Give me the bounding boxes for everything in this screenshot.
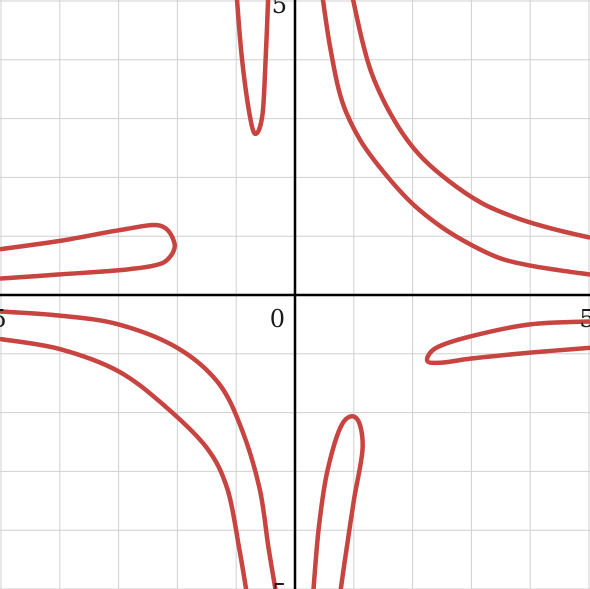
tick-label-x-min: 5	[0, 305, 7, 333]
curve-branch-2	[350, 0, 590, 240]
curve-branch-6	[0, 336, 249, 589]
tick-label-y-max: 5	[272, 0, 287, 19]
curve-branch-5	[0, 309, 278, 589]
curve-branch-4	[0, 222, 178, 281]
curve-branch-1	[320, 0, 590, 277]
curve-branch-8	[424, 319, 590, 366]
curve-branch-3	[234, 0, 271, 137]
curve-branch-7	[311, 414, 365, 589]
tick-label-origin: 0	[270, 305, 285, 333]
tick-label-x-max: 5	[579, 305, 590, 333]
tick-label-y-min: 5	[272, 579, 287, 589]
